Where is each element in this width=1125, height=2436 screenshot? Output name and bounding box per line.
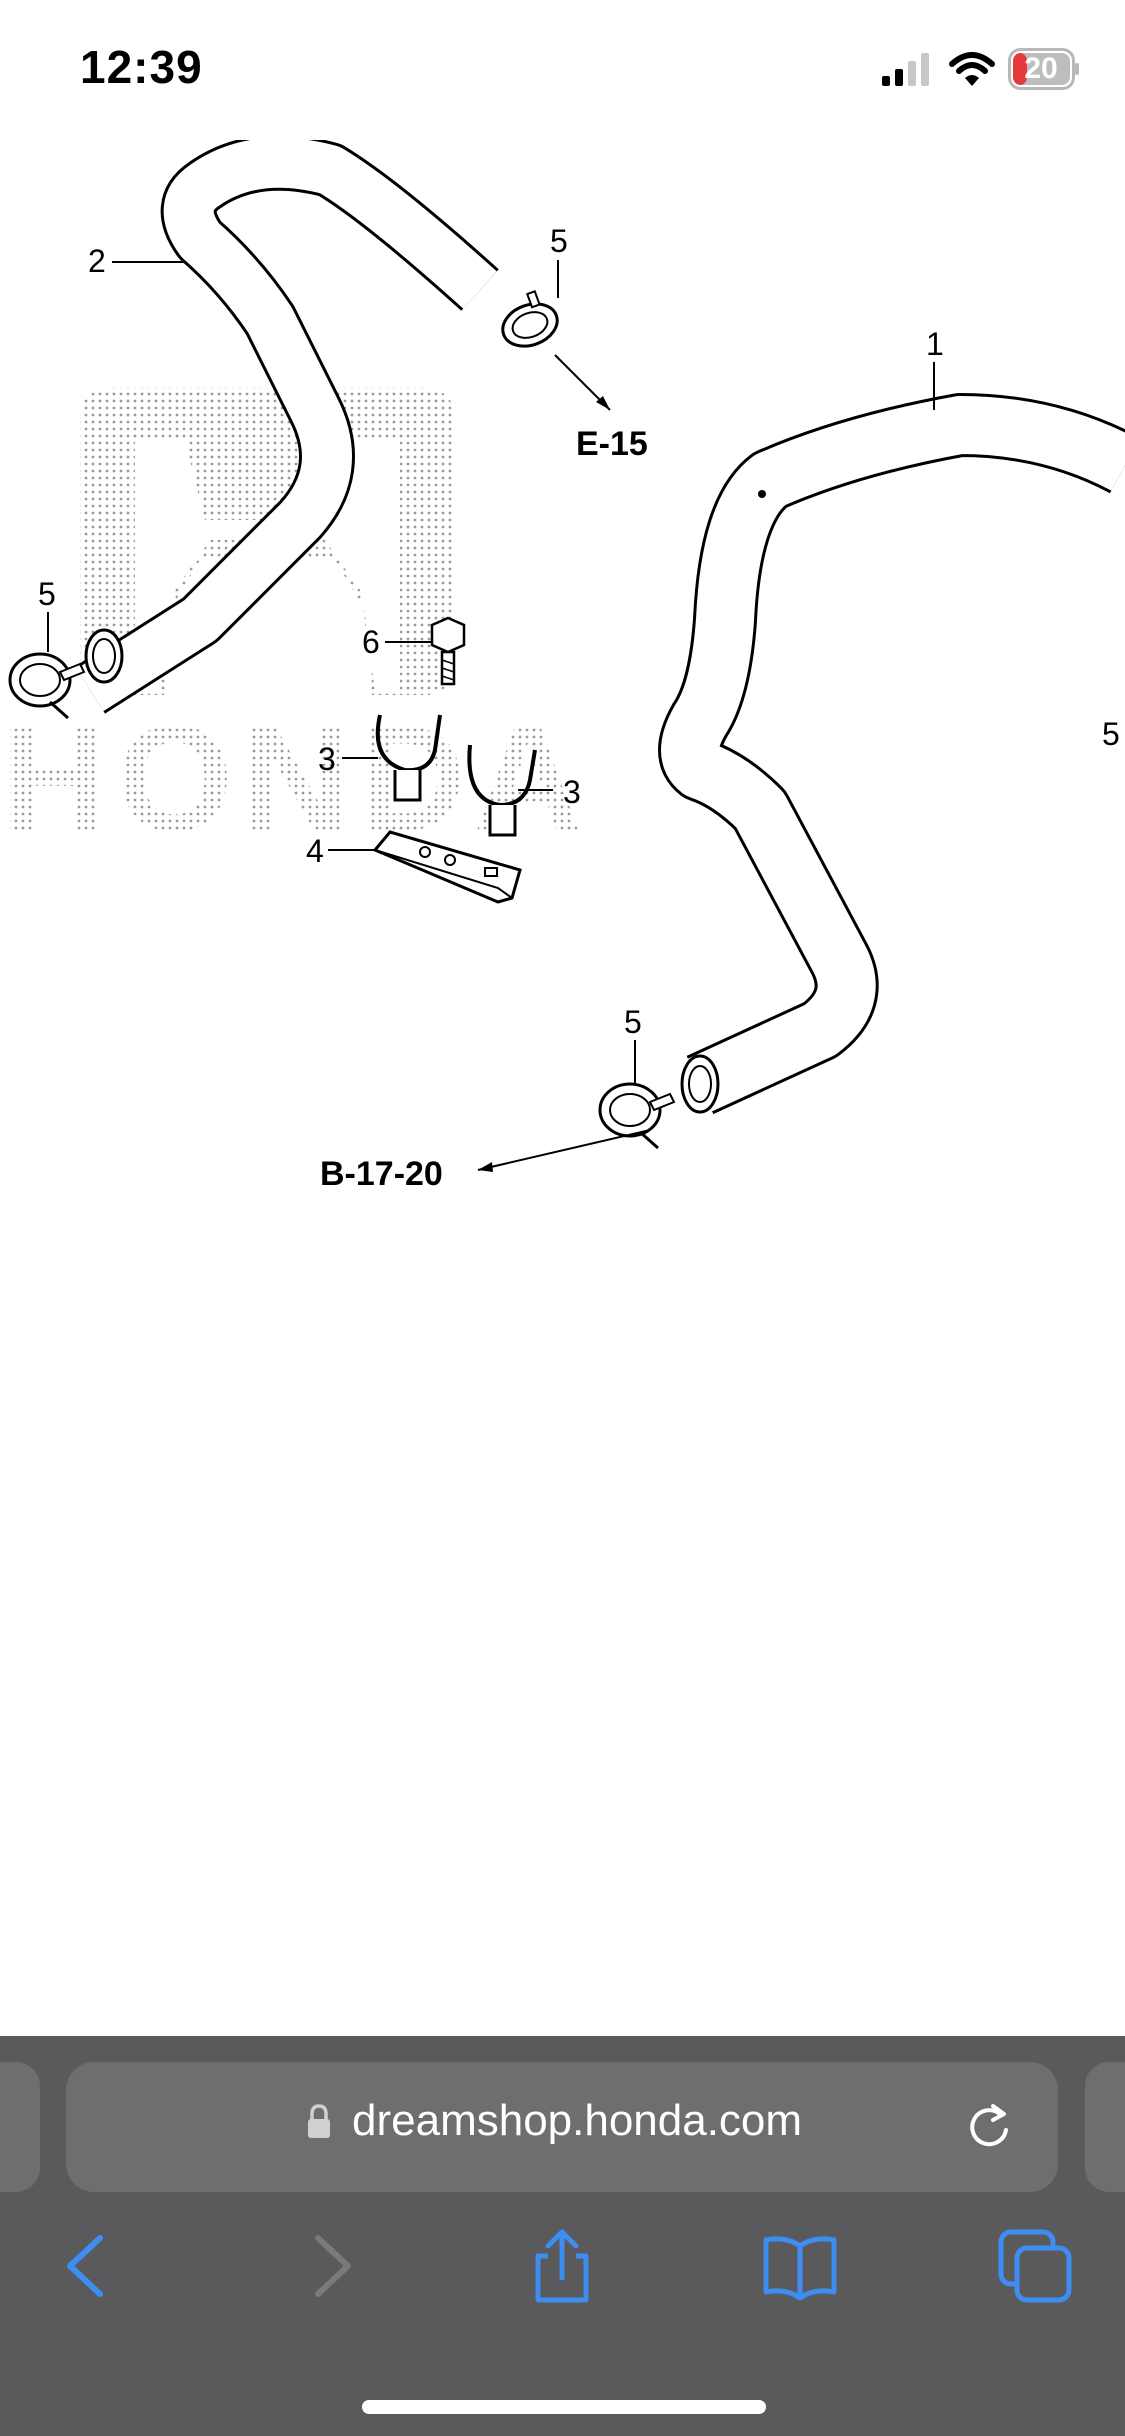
back-button[interactable] [48,2226,128,2306]
stay-4 [372,830,522,904]
honda-watermark-logo: HONDA [0,388,590,862]
callout-5-right: 5 [1102,716,1120,752]
hose-clamp-left [8,652,86,720]
tabs-button[interactable] [995,2226,1075,2306]
next-tab-preview[interactable] [1085,2062,1125,2192]
reference-arrows [478,396,610,1172]
address-bar[interactable]: dreamshop.honda.com [66,2062,1058,2192]
callout-5-top: 5 [550,223,568,259]
parts-diagram: HONDA [0,140,1125,1193]
lock-icon [308,2104,330,2138]
leader-lines [47,260,935,1171]
share-button[interactable] [522,2226,602,2306]
callout-4: 4 [306,833,324,869]
callout-1: 1 [926,326,944,362]
cellular-signal-icon [882,53,929,86]
bookmarks-button[interactable] [760,2226,840,2306]
reload-icon[interactable] [964,2100,1018,2154]
reference-b1720: B-17-20 [320,1155,443,1193]
callout-6: 6 [362,624,380,660]
svg-text:HONDA: HONDA [0,694,590,862]
browser-toolbar: dreamshop.honda.com [0,2036,1125,2436]
battery-percent: 20 [1024,52,1058,85]
hose-2 [74,140,499,714]
home-indicator [362,2400,766,2414]
battery-icon [1008,48,1079,90]
callout-3-right: 3 [563,774,581,810]
hose-clip-3-left [375,714,442,802]
hose-clamp-top [501,290,559,348]
callout-5-bottom: 5 [624,1004,642,1040]
url-text: dreamshop.honda.com [352,2096,803,2145]
status-bar: 12:39 20 [0,0,1125,140]
forward-button[interactable] [290,2226,370,2306]
callout-2: 2 [88,243,106,279]
status-time: 12:39 [80,41,203,93]
bolt-6 [430,616,466,686]
callout-5-left: 5 [38,576,56,612]
callout-3-left: 3 [318,741,336,777]
wifi-icon [949,52,995,86]
previous-tab-preview[interactable] [0,2062,40,2192]
hose-1 [658,393,1125,1115]
reference-e15: E-15 [576,425,648,463]
hose-clamp-bottom [598,1082,676,1150]
